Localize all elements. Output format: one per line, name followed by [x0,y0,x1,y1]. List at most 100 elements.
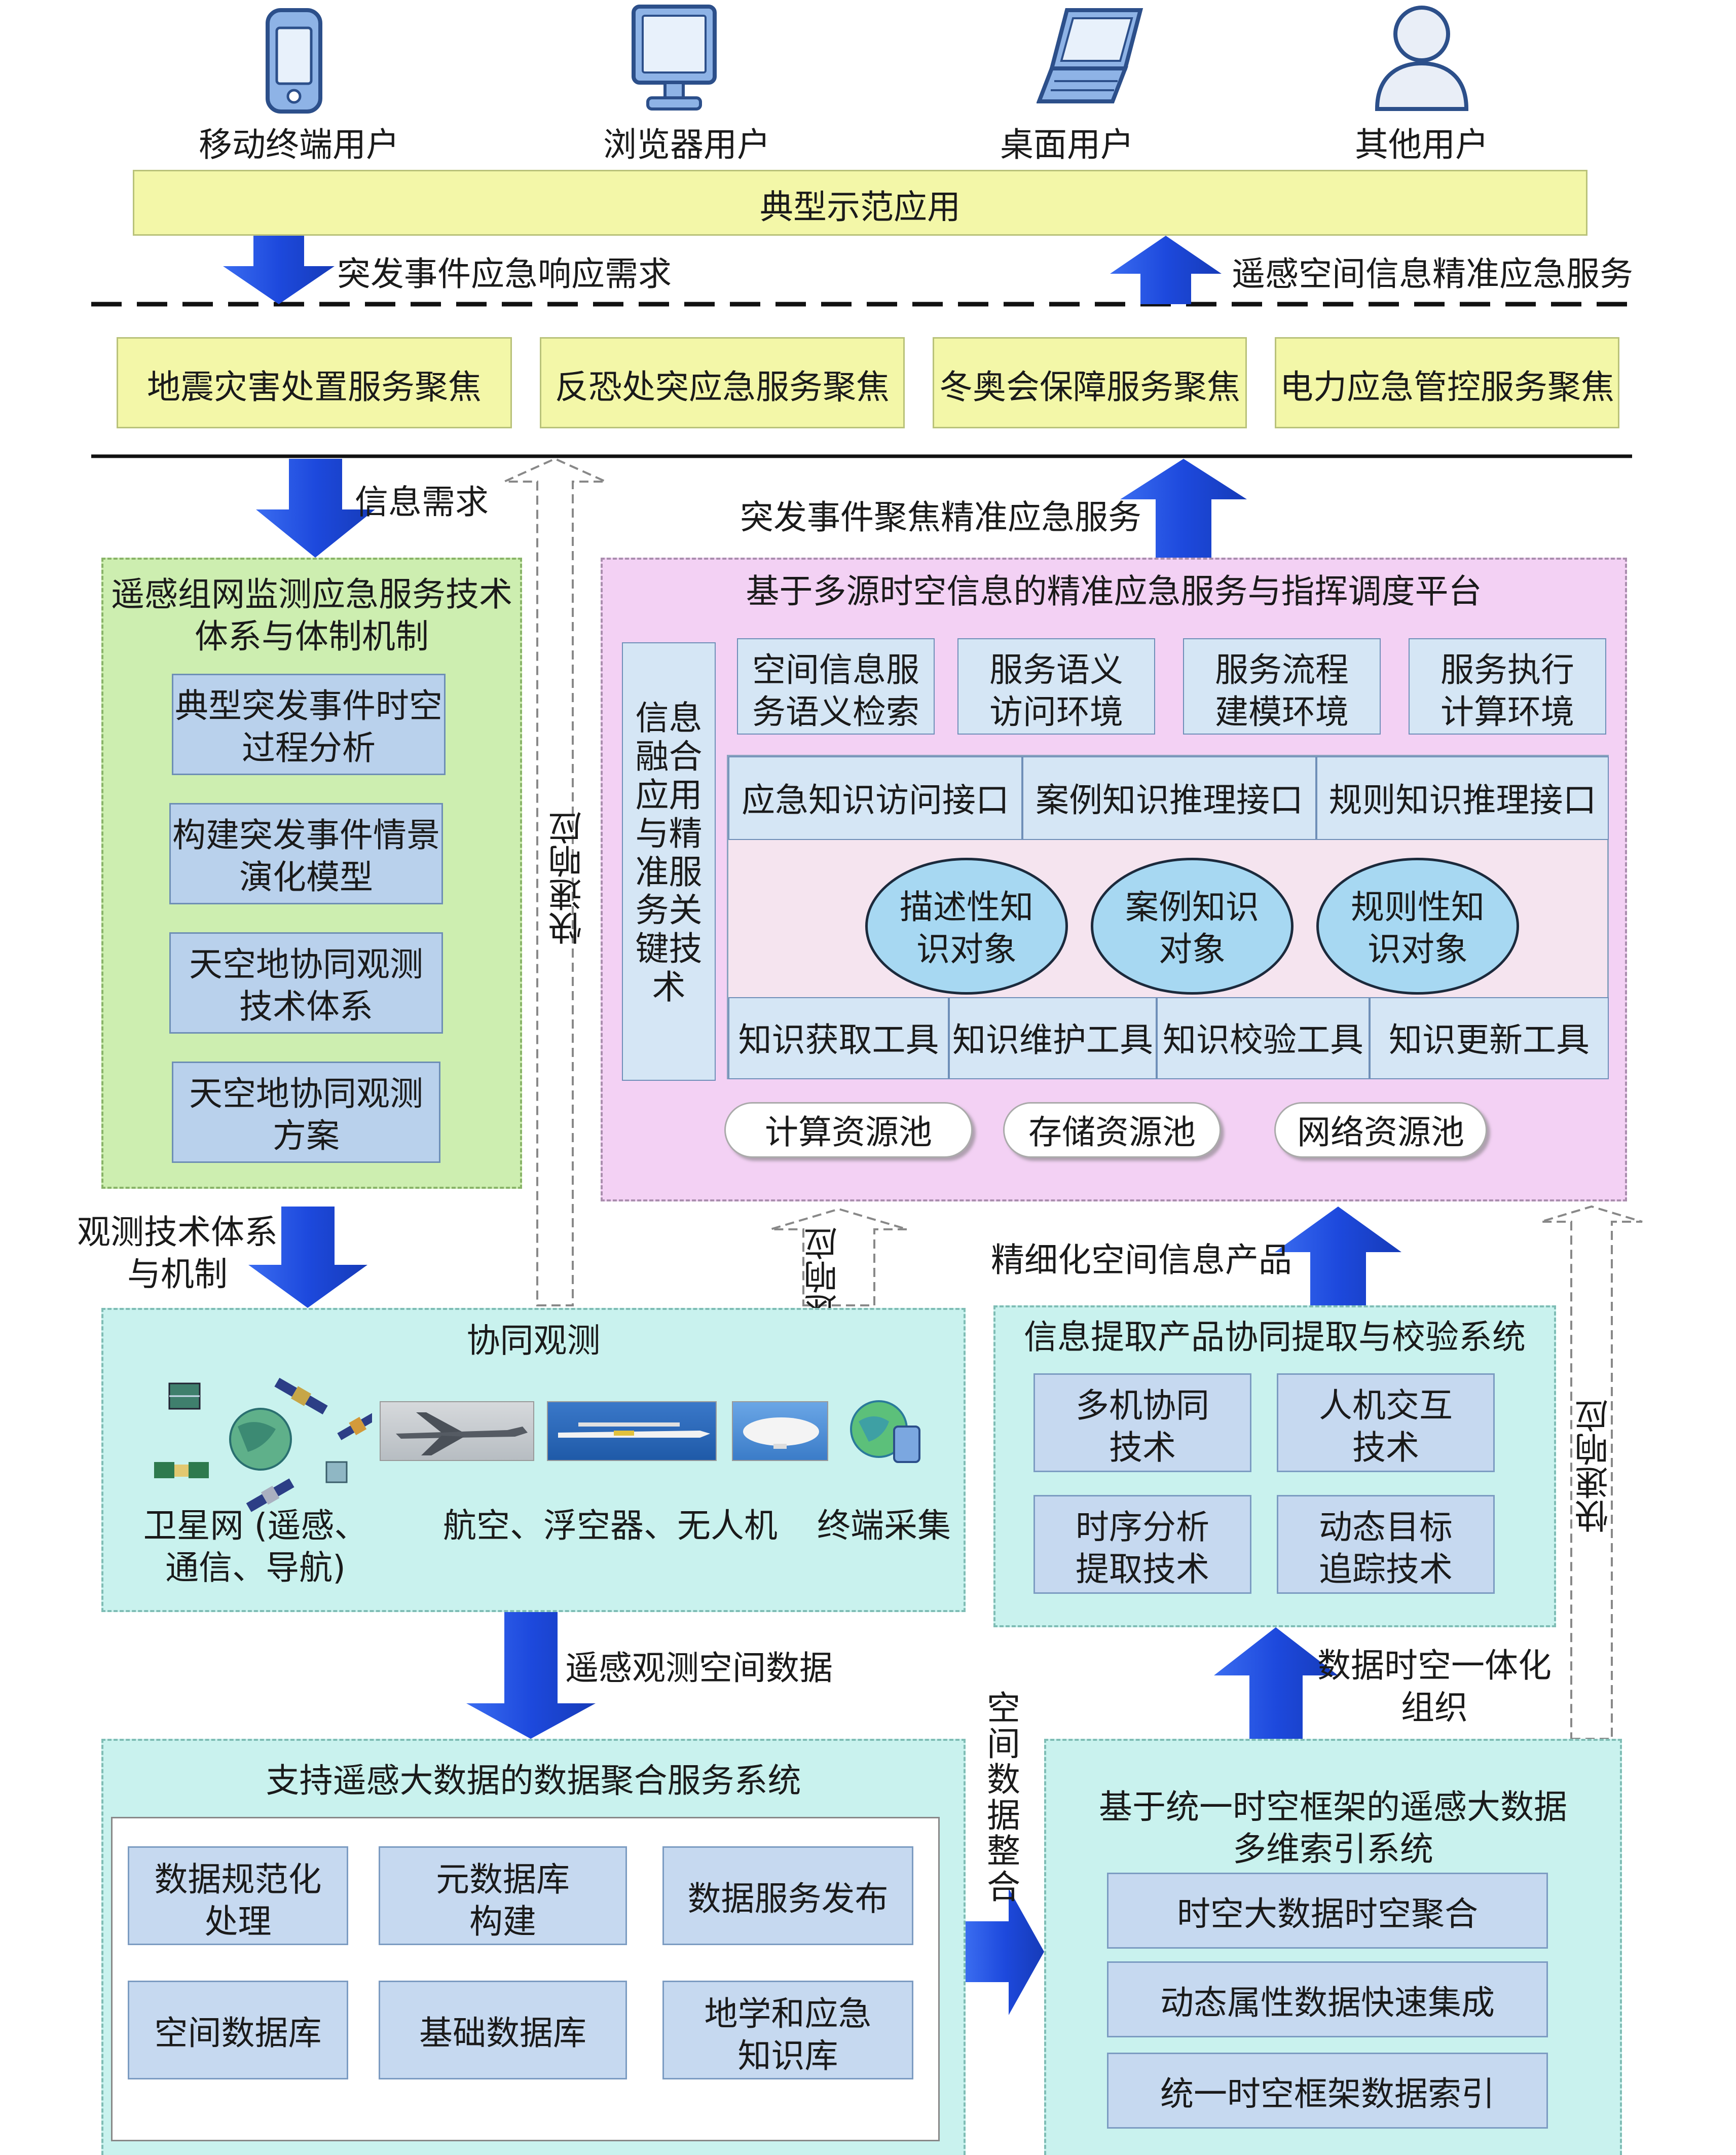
knowledge-object-label-1: 描述性知 识对象 [900,888,1033,969]
arrow-down-rs-data [466,1612,596,1739]
extraction-panel: 信息提取产品协同提取与校验系统 多机协同 技术 人机交互 技术 时序分析 提取技… [993,1305,1556,1627]
left-item-evolution-model: 构建突发事件情景 演化模型 [169,803,443,904]
interface-label-2: 案例知识推理接口 [1036,781,1303,820]
arrow-right-spatial-integration [966,1888,1044,2015]
label-emergency-demand: 突发事件应急响应需求 [337,254,672,294]
knowledge-object-label-2: 案例知识 对象 [1125,888,1259,969]
service-label-antiterror: 反恐处突应急服务聚焦 [555,368,890,407]
extraction-label-3: 时序分析 提取技术 [1076,1508,1209,1589]
tool-maintain: 知识维护工具 [949,997,1157,1079]
tool-label-3: 知识校验工具 [1163,1020,1363,1060]
platform-title: 基于多源时空信息的精准应急服务与指挥调度平台 [746,572,1482,611]
arrow-down-obs-system [248,1207,367,1308]
aggregation-item-metadata: 元数据库 构建 [379,1846,627,1945]
person-icon [1371,3,1472,114]
satellite-network-icon [149,1371,372,1518]
knowledge-object-label-3: 规则性知 识对象 [1351,888,1485,969]
left-panel-tech-system: 遥感组网监测应急服务技术 体系与体制机制 典型突发事件时空 过程分析 构建突发事… [101,558,522,1189]
env-box-semantic-access: 服务语义 访问环境 [957,638,1155,735]
arrow-up-refined-product [1275,1207,1401,1305]
pool-label-3: 网络资源池 [1297,1113,1464,1152]
arrow-up-fast-response-left [504,457,606,1306]
satellite-label: 卫星网 (遥感、 通信、导航) [143,1506,368,1587]
extraction-label-2: 人机交互 技术 [1319,1386,1453,1467]
arrow-down-info-demand [256,459,375,558]
arrow-down-emergency-demand [223,236,335,304]
air-label: 航空、浮空器、无人机 [443,1506,778,1545]
tool-label-2: 知识维护工具 [952,1020,1153,1060]
left-item-cooperative-plan: 天空地协同观测 方案 [172,1062,440,1163]
tool-label-1: 知识获取工具 [738,1020,939,1060]
index-system-title: 基于统一时空框架的遥感大数据 多维索引系统 [1099,1787,1567,1869]
pool-label-2: 存储资源池 [1028,1113,1196,1152]
aggregation-label-5: 基础数据库 [419,2014,586,2053]
tool-update: 知识更新工具 [1370,997,1609,1079]
left-item-process-analysis: 典型突发事件时空 过程分析 [172,674,446,775]
aggregation-label-6: 地学和应急 知识库 [704,1994,872,2075]
cooperative-observation-panel: 协同观测 [101,1308,966,1612]
label-spatial-integration: 空 间 数 据 整 合 [987,1689,1020,1907]
interface-emergency: 应急知识访问接口 [728,756,1022,840]
pool-network: 网络资源池 [1274,1102,1487,1158]
arrow-up-fast-response-mid [770,1208,908,1306]
interface-rule: 规则知识推理接口 [1316,756,1609,840]
left-item-label-3: 天空地协同观测 技术体系 [189,945,423,1026]
env-label-3: 服务流程 建模环境 [1215,650,1349,732]
user-label-browser: 浏览器用户 [603,125,770,164]
index-item-indexing: 统一时空框架数据索引 [1107,2053,1548,2129]
user-label-mobile: 移动终端用户 [199,125,399,164]
aggregation-item-spatial-db: 空间数据库 [128,1981,348,2079]
airship-image-icon [732,1401,828,1461]
extraction-label-4: 动态目标 追踪技术 [1319,1508,1453,1589]
tool-validate: 知识校验工具 [1157,997,1370,1079]
extraction-item-time-series: 时序分析 提取技术 [1033,1495,1251,1594]
extraction-label-1: 多机协同 技术 [1076,1386,1209,1467]
index-label-2: 动态属性数据快速集成 [1160,1983,1495,2022]
env-box-flow-modeling: 服务流程 建模环境 [1183,638,1381,735]
knowledge-object-case: 案例知识 对象 [1091,858,1294,995]
label-fast-response-left: 快速响应 [548,811,587,945]
arrow-up-fast-response-right [1540,1205,1643,1740]
index-system-panel: 基于统一时空框架的遥感大数据 多维索引系统 时空大数据时空聚合 动态属性数据快速… [1044,1739,1622,2155]
arrow-up-spatiotemporal-org [1214,1627,1338,1739]
left-panel-title: 遥感组网监测应急服务技术 体系与体制机制 [111,575,512,656]
env-label-1: 空间信息服 务语义检索 [752,650,919,732]
monitor-icon [629,3,720,114]
arrow-up-focused-service [1120,459,1247,560]
service-label-power: 电力应急管控服务聚焦 [1280,368,1614,407]
service-box-power: 电力应急管控服务聚焦 [1275,337,1619,428]
pool-label-1: 计算资源池 [765,1113,932,1152]
aggregation-inner-box: 数据规范化 处理 元数据库 构建 数据服务发布 空间数据库 基础数据库 地学和应… [111,1817,940,2141]
aggregation-label-1: 数据规范化 处理 [154,1860,322,1941]
extraction-item-target-tracking: 动态目标 追踪技术 [1277,1495,1495,1594]
aircraft-image-icon [547,1401,717,1461]
env-label-2: 服务语义 访问环境 [989,650,1123,732]
interface-case: 案例知识推理接口 [1022,756,1316,840]
label-obs-system: 观测技术体系 与机制 [77,1213,278,1294]
interface-label-1: 应急知识访问接口 [742,781,1009,820]
aggregation-item-publish: 数据服务发布 [662,1846,913,1945]
typical-application-banner: 典型示范应用 [133,170,1587,236]
index-label-3: 统一时空框架数据索引 [1160,2074,1495,2113]
env-box-semantic-search: 空间信息服 务语义检索 [737,638,935,735]
platform-side-label: 信息 融合 应用 与精 准服 务关 键技 术 [635,699,703,1007]
interface-label-3: 规则知识推理接口 [1328,781,1597,820]
knowledge-object-descriptive: 描述性知 识对象 [865,858,1068,995]
mobile-phone-icon [264,8,324,114]
platform-panel: 基于多源时空信息的精准应急服务与指挥调度平台 信息 融合 应用 与精 准服 务关… [601,558,1627,1201]
pool-compute: 计算资源池 [724,1102,973,1158]
left-item-label-1: 典型突发事件时空 过程分析 [175,686,442,768]
tool-acquire: 知识获取工具 [728,997,949,1079]
terminal-globe-icon [843,1391,925,1467]
label-fast-response-right: 快速响应 [1575,1399,1614,1533]
tool-label-4: 知识更新工具 [1389,1020,1590,1060]
label-precise-service: 遥感空间信息精准应急服务 [1232,254,1633,294]
extraction-title: 信息提取产品协同提取与校验系统 [1024,1318,1526,1357]
env-box-execution: 服务执行 计算环境 [1409,638,1606,735]
laptop-icon [1037,5,1148,106]
knowledge-block: 应急知识访问接口 案例知识推理接口 规则知识推理接口 描述性知 识对象 案例知识… [727,755,1609,1079]
terminal-label: 终端采集 [817,1506,951,1545]
arrow-up-precise-service [1110,236,1222,304]
pool-storage: 存储资源池 [1003,1102,1221,1158]
